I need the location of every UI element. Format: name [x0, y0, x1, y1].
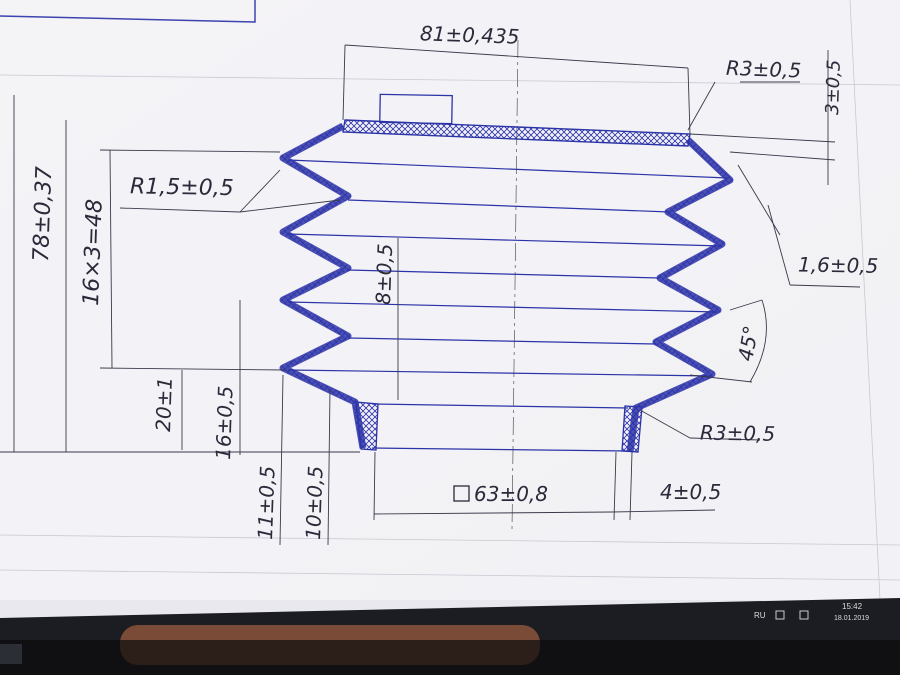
tray-network-icon[interactable] [775, 610, 785, 620]
dim-fold-radius: R1,5±0,5 [130, 174, 234, 201]
bottom-collar-left [355, 401, 379, 451]
system-tray: RU 15:42 18.01.2019 [754, 602, 869, 622]
dim-top-radius: R3±0,5 [726, 56, 802, 83]
dim-overall-width: 81±0,435 [420, 21, 520, 48]
dim-pleat-depth: 1,6±0,5 [798, 252, 879, 277]
dim-left-11: 11±0,5 [253, 465, 280, 540]
sheet-frame [0, 0, 256, 23]
dim-bottom-collar: 20±1 [151, 376, 177, 432]
tray-time[interactable]: 15:42 [842, 602, 863, 611]
tray-volume-icon[interactable] [799, 610, 809, 620]
dim-left-10: 10±0,5 [301, 465, 328, 540]
dim-inner-pleat: 8±0,5 [371, 243, 397, 305]
inner-lines [287, 159, 729, 452]
tray-language[interactable]: RU [754, 611, 766, 620]
square-symbol-icon [453, 485, 470, 502]
dim-pleat-pitch: 16×3=48 [79, 199, 108, 307]
tray-date[interactable]: 18.01.2019 [834, 615, 869, 622]
dim-overall-height: 78±0,37 [29, 166, 57, 262]
dim-top-wall: 3±0,5 [822, 59, 845, 115]
bottom-collar-right [621, 405, 643, 453]
centerline [511, 39, 519, 531]
dimension-lines [0, 44, 861, 546]
dim-wall-thickness: 4±0,5 [660, 480, 721, 504]
sheet-grid [0, 0, 900, 601]
dim-bottom-radius: R3±0,5 [700, 420, 776, 445]
dim-inner-step: 16±0,5 [211, 385, 238, 460]
dim-base-square: 63±0,8 [474, 482, 548, 506]
start-button[interactable] [0, 644, 22, 664]
